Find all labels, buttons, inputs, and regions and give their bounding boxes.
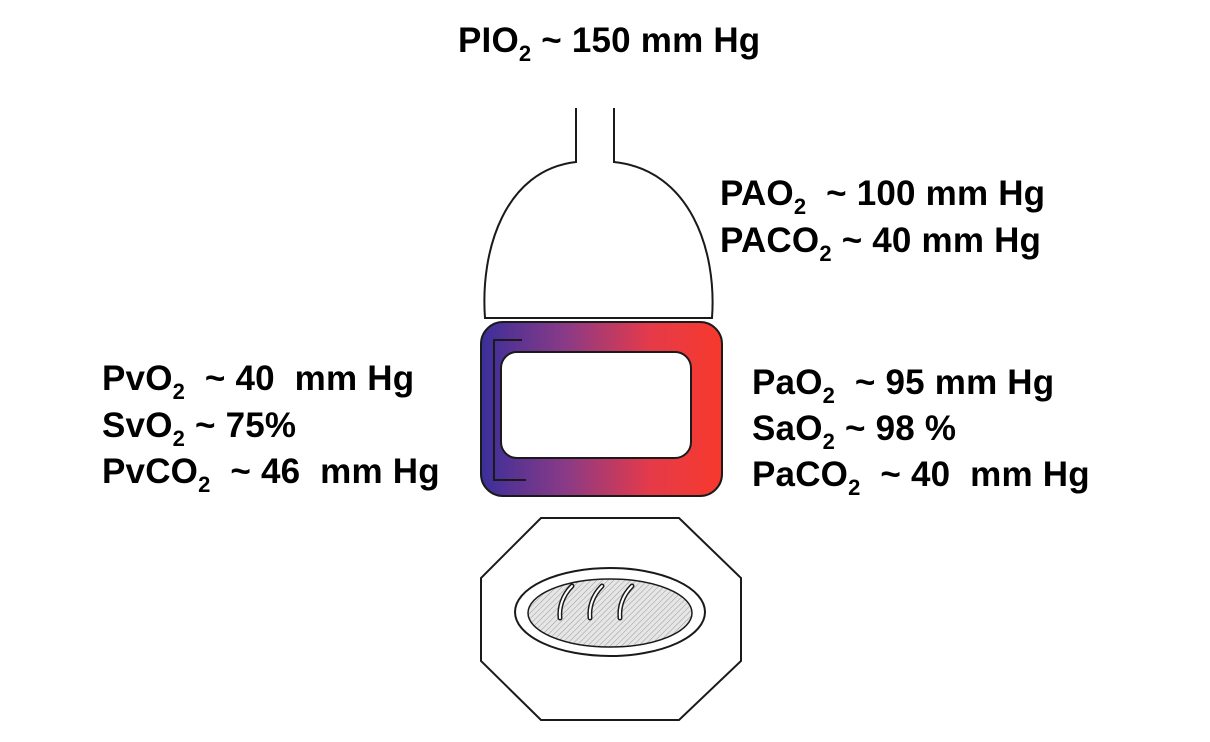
arterial-pco2-label: PaCO2 ~ 40 mm Hg [752, 452, 1090, 498]
venous-po2-label: PvO2 ~ 40 mm Hg [102, 356, 414, 402]
venous-pco2-label: PvCO2 ~ 46 mm Hg [102, 449, 440, 495]
alveolar-po2-label: PAO2 ~ 100 mm Hg [720, 171, 1045, 217]
nucleus-inner [528, 579, 692, 647]
capillary [481, 322, 722, 496]
alveolar-pco2-label: PACO2 ~ 40 mm Hg [720, 218, 1041, 264]
tissue-cell [481, 518, 741, 720]
arterial-so2-label: SaO2 ~ 98 % [752, 406, 956, 452]
alveolus-outline [484, 108, 712, 318]
venous-so2-label: SvO2 ~ 75% [102, 403, 296, 449]
arterial-po2-label: PaO2 ~ 95 mm Hg [752, 360, 1054, 406]
airway [484, 108, 712, 318]
inspired-po2-label: PIO2 ~ 150 mm Hg [458, 18, 760, 64]
capillary-lumen [501, 352, 691, 458]
